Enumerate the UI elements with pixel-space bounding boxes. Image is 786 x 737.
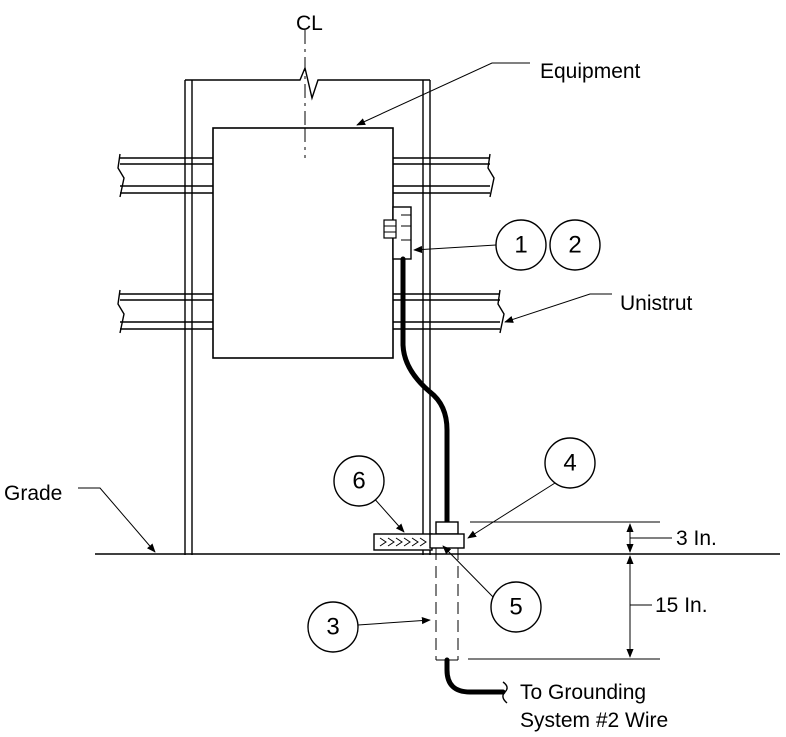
equipment-label: Equipment: [540, 60, 641, 83]
break-left-lower: [117, 289, 125, 334]
callout-1-leader: [413, 244, 497, 254]
callout-bubble-3: 3: [307, 601, 359, 653]
equipment-box: [212, 127, 394, 359]
break-left-upper: [117, 153, 125, 198]
ground-lug: [383, 206, 412, 260]
callout-3-leader: [357, 616, 431, 626]
centerline: CL: [296, 12, 323, 158]
pad-hatching: [379, 537, 427, 547]
to-grounding-label-line1: To Grounding: [520, 681, 646, 704]
ground-wire: [400, 256, 450, 527]
rod-clamp-body: [429, 533, 465, 549]
dimension-lines: [468, 521, 672, 660]
grade-label: Grade: [4, 482, 62, 505]
ground-rod: [435, 548, 459, 661]
unistrut-leader: [504, 293, 612, 323]
break-right-lower: [497, 289, 505, 334]
grade-leader: [78, 487, 156, 553]
callout-bubble-5: 5: [490, 581, 542, 633]
svg-text:1: 1: [514, 232, 527, 259]
equipment-leader: [356, 62, 530, 126]
top-break-line: [185, 65, 430, 101]
callout-6-leader: [371, 495, 405, 533]
break-right-upper: [487, 153, 495, 198]
svg-text:2: 2: [568, 232, 581, 259]
centerline-symbol: CL: [296, 12, 323, 35]
svg-text:4: 4: [563, 450, 576, 477]
dimension-3-in: 3 In.: [676, 527, 717, 550]
callout-bubble-2: 2: [549, 219, 601, 271]
rod-top-clamp: [435, 521, 459, 535]
callout-bubble-6: 6: [333, 455, 385, 507]
wire-break-mark: [502, 681, 508, 704]
callout-5-leader: [442, 545, 497, 601]
support-frame: [184, 65, 431, 555]
svg-text:3: 3: [326, 614, 339, 641]
ground-wire-below-grade: [444, 657, 506, 695]
leader-lines: [78, 62, 612, 626]
callout-4-leader: [467, 482, 556, 539]
to-grounding-label-line2: System #2 Wire: [520, 709, 668, 732]
dimension-15-in: 15 In.: [655, 594, 708, 617]
callout-bubble-1: 1: [495, 219, 547, 271]
concrete-pad: [373, 533, 433, 551]
unistrut-label: Unistrut: [620, 292, 693, 315]
callout-bubble-4: 4: [544, 437, 596, 489]
svg-text:6: 6: [352, 468, 365, 495]
svg-text:5: 5: [509, 594, 522, 621]
